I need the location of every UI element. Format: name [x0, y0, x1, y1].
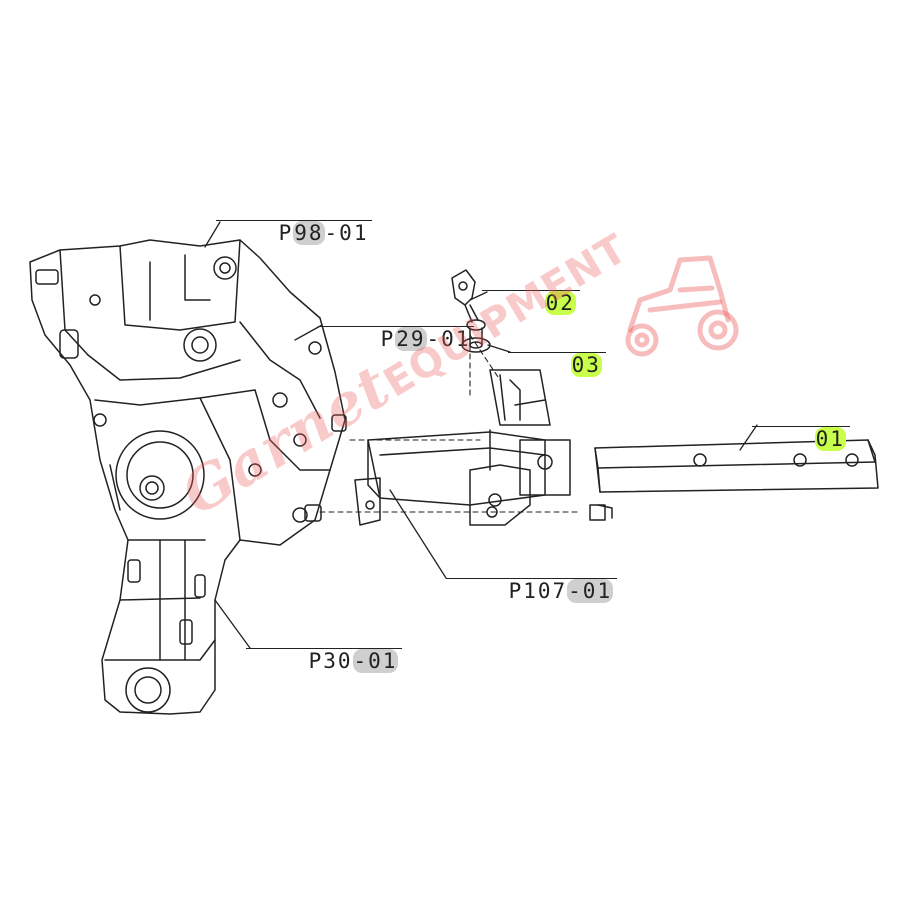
- callout-03: 03: [508, 326, 606, 377]
- transmission-housing: [29, 239, 347, 715]
- callout-p29-highlight: 29: [395, 327, 427, 351]
- callout-p29-suffix: -01: [426, 327, 471, 351]
- callout-p30-prefix: P30: [308, 649, 353, 673]
- callout-p30-01: P30-01: [246, 622, 403, 673]
- callout-01-highlight: 01: [814, 427, 846, 451]
- callout-p29-prefix: P: [380, 327, 396, 351]
- callout-p98-prefix: P: [278, 221, 294, 245]
- callout-02-highlight: 02: [544, 291, 576, 315]
- hitch-bracket: [354, 369, 613, 526]
- callout-p107-highlight: -01: [567, 579, 614, 603]
- callout-p98-suffix: -01: [324, 221, 369, 245]
- callout-p98-01: P98-01: [216, 194, 373, 245]
- callout-p107-01: P107-01: [446, 552, 618, 603]
- callout-p98-highlight: 98: [293, 221, 325, 245]
- callout-p30-highlight: -01: [352, 649, 399, 673]
- tractor-logo-icon: [625, 255, 739, 357]
- callout-03-highlight: 03: [570, 353, 602, 377]
- callout-p107-prefix: P107: [508, 579, 568, 603]
- callout-01: 01: [752, 400, 850, 451]
- callout-p29-01: P29-01: [318, 300, 475, 351]
- lock-pin: [451, 269, 486, 346]
- leader-lines: [204, 221, 758, 649]
- callout-02: 02: [482, 264, 580, 315]
